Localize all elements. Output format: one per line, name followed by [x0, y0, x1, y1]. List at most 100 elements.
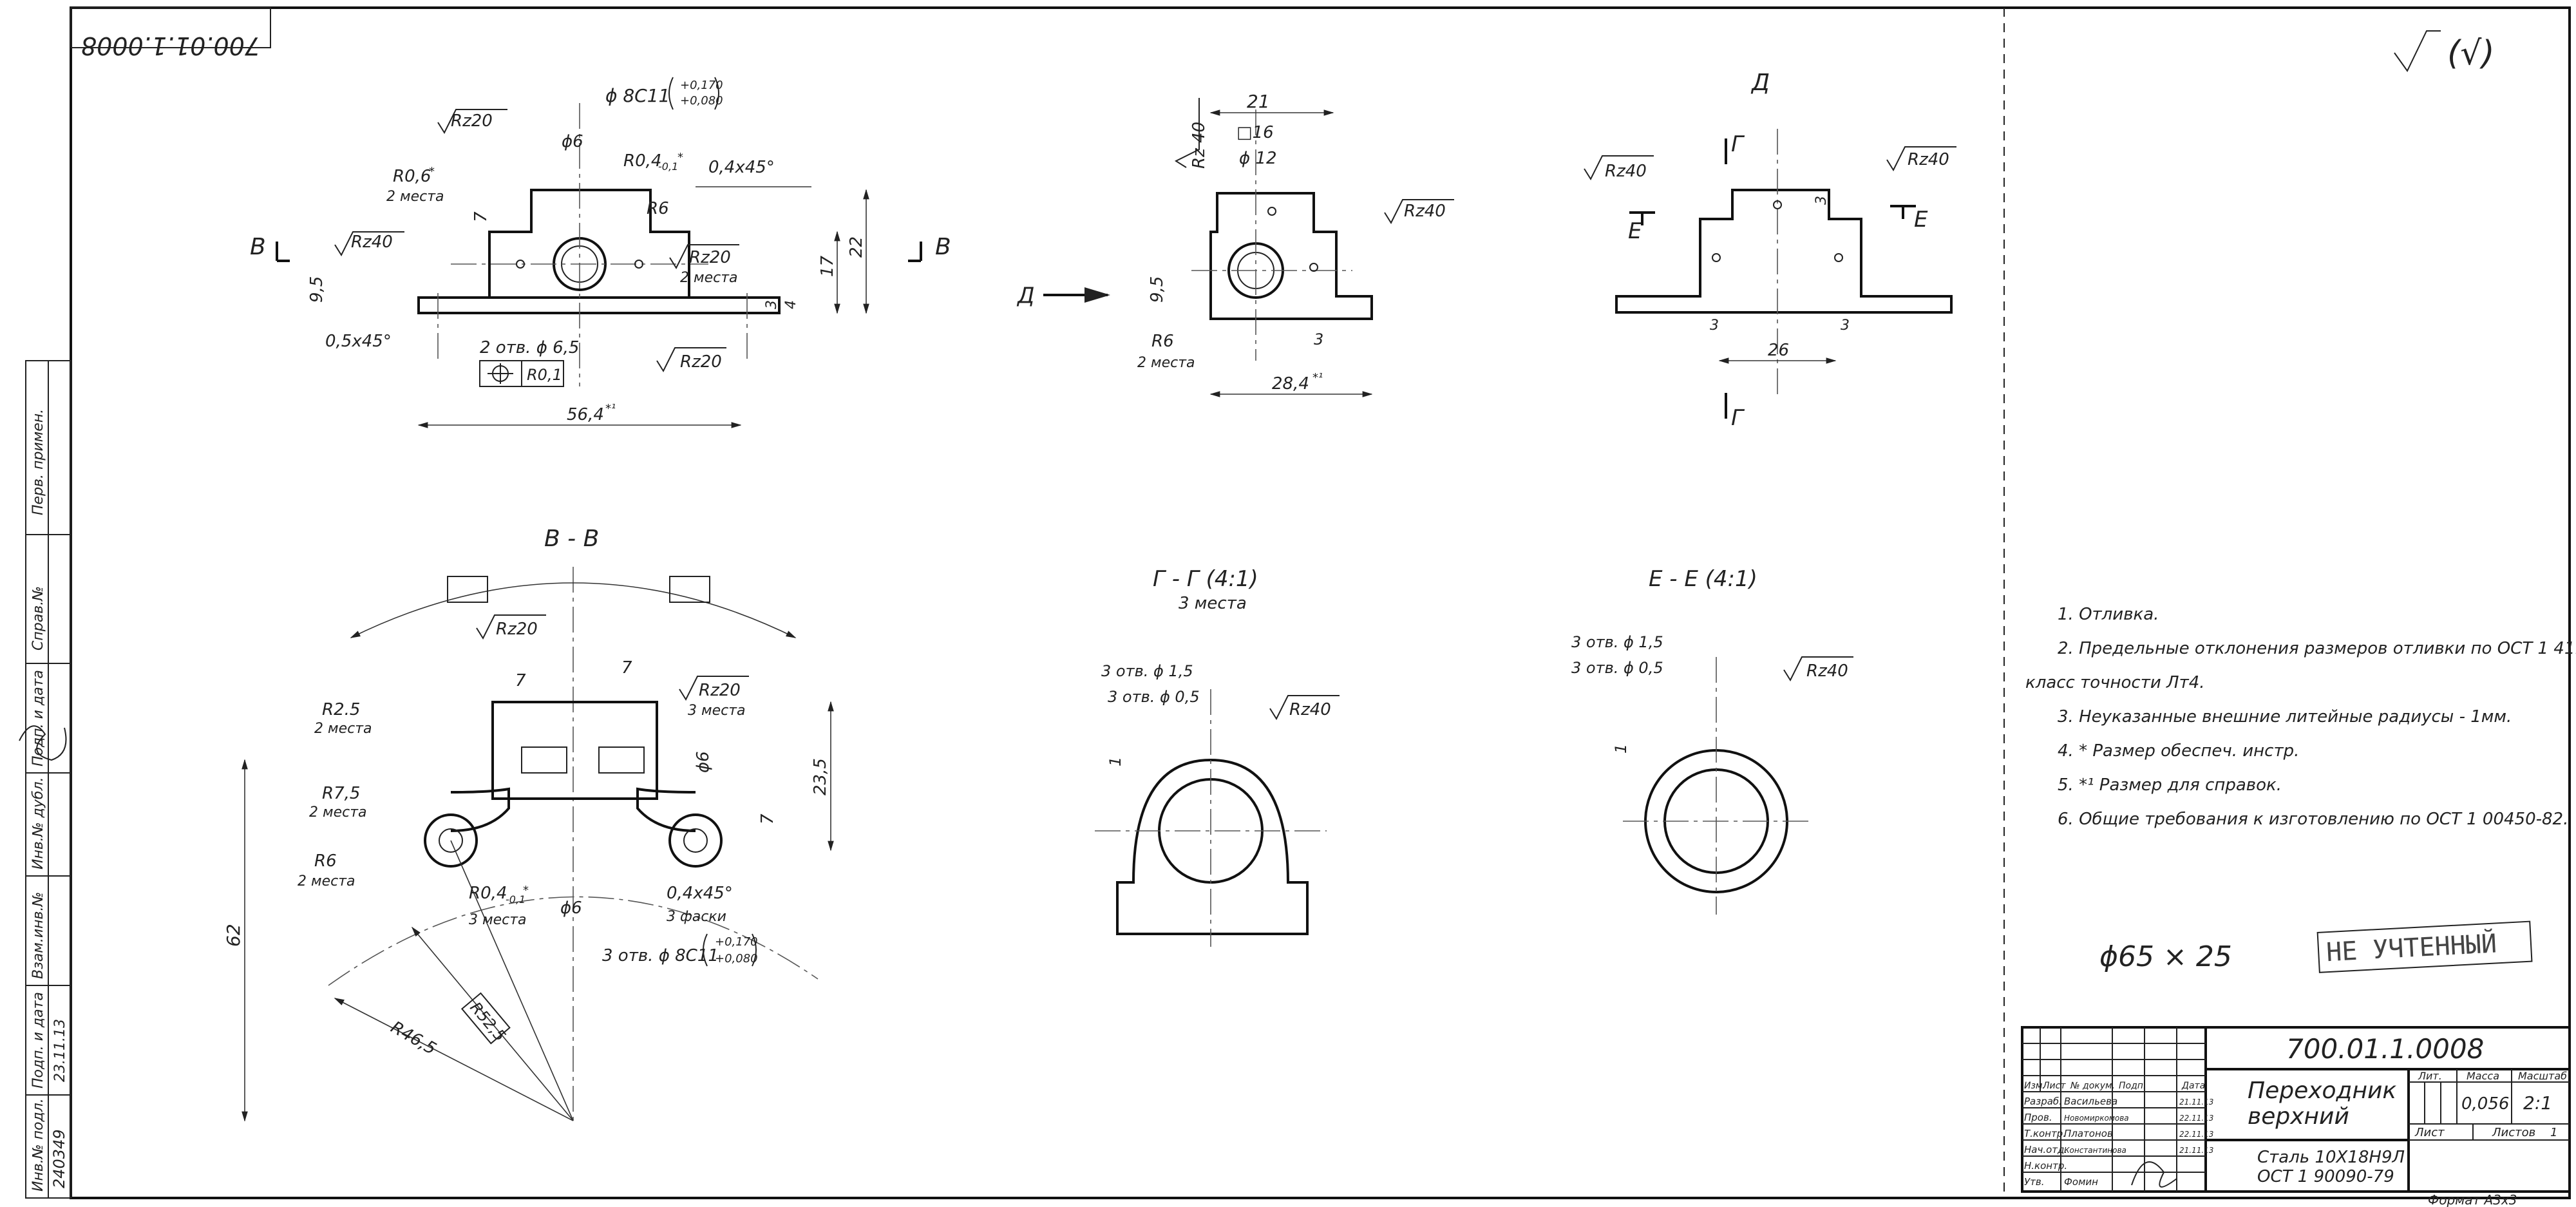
strip-label-6: Подп. и дата [30, 992, 46, 1088]
section-vv-phi6a: ϕ6 [694, 751, 713, 773]
section-gg-holes-0-5: 3 отв. ϕ 0,5 [1108, 688, 1200, 706]
tb-date-4: 21.11.13 [2179, 1146, 2213, 1155]
tb-material-2: ОСТ 1 90090-79 [2257, 1167, 2394, 1186]
side-dim-21: 21 [1247, 91, 1270, 112]
tb-sheets: 1 [2550, 1126, 2557, 1139]
label-r06-places: 2 места [386, 189, 444, 205]
mirrored-code-box: 700.01.1.0008 [70, 7, 271, 60]
section-gg-rz40: Rz40 [1289, 700, 1331, 719]
dim-56-4-ref: *¹ [605, 402, 616, 415]
view-d-dim-3b: 3 [1841, 318, 1850, 334]
label-tol-up: +0,170 [680, 79, 723, 92]
label-r06: R0,6 [393, 167, 431, 186]
section-gg-dim-1: 1 [1106, 757, 1124, 766]
section-vv-rz20-b-places: 3 места [688, 703, 746, 719]
section-vv-r04: R0,4 [469, 884, 507, 903]
label-phi8c11: ϕ 8C11 [605, 85, 670, 106]
section-ee-dim-1: 1 [1612, 744, 1630, 754]
section-vv-chamfer-places: 3 фаски [667, 909, 726, 925]
view-d-marker-e-left: Е [1628, 218, 1642, 244]
section-vv-tol-up: +0,170 [715, 935, 758, 949]
tb-role-2: Пров. [2024, 1112, 2052, 1123]
mirrored-code-text: 700.01.1.0008 [81, 32, 260, 60]
tb-name-3: Платонов [2064, 1128, 2113, 1139]
section-vv-dim-62: 62 [223, 924, 244, 947]
side-label-r6: R6 [1151, 332, 1174, 351]
rough-mark-text: (√) [2447, 34, 2495, 73]
view-d-marker-g-top: Г [1731, 131, 1745, 157]
dim-3: 3 [764, 300, 780, 309]
tb-role-1: Разраб. [2024, 1096, 2062, 1107]
strip-signature [19, 725, 67, 761]
tb-role-6: Утв. [2024, 1176, 2045, 1188]
dim-7: 7 [471, 211, 491, 222]
strip-label-3: Подп. и дата [30, 670, 46, 766]
tb-signature [2131, 1161, 2177, 1188]
side-label-rz40-a: Rz 40 [1189, 122, 1209, 169]
section-vv-r6: R6 [314, 851, 337, 871]
section-ee-holes-1-5: 3 отв. ϕ 1,5 [1571, 633, 1663, 651]
label-phi6: ϕ6 [562, 132, 583, 151]
tb-header-mass: Масса [2467, 1070, 2499, 1082]
note-1: 1. Отливка. [2058, 605, 2159, 624]
tb-col-list: Лист [2042, 1081, 2066, 1091]
tb-col-doc: № докум. [2070, 1081, 2115, 1091]
tb-mass: 0,056 [2461, 1094, 2509, 1114]
strip-label-4: Инв.№ дубл. [30, 777, 46, 870]
section-marker-b-right: В [935, 234, 951, 260]
section-vv-phi6b: ϕ6 [560, 898, 582, 918]
side-dim-sq16: □16 [1236, 123, 1274, 142]
side-dim-3: 3 [1314, 330, 1323, 348]
sheet-frame [70, 6, 2571, 1199]
note-6: 6. Общие требования к изготовлению по ОС… [2058, 810, 2568, 829]
view-d: Д 26 3 3 3 Rz40 Rz40 Г Г Е Е [1584, 70, 1956, 431]
strip-date: 23.11.13 [52, 1019, 68, 1082]
section-vv-chamfer: 0,4x45° [667, 884, 733, 903]
side-dim-9-5: 9,5 [1148, 276, 1167, 303]
note-2: 2. Предельные отклонения размеров отливк… [2058, 639, 2576, 658]
side-dim-28-4-ref: *¹ [1312, 371, 1323, 385]
view-d-label-rz40-b: Rz40 [1908, 150, 1949, 169]
side-label-r6-places: 2 места [1137, 355, 1195, 371]
tb-role-3: Т.контр. [2024, 1128, 2066, 1139]
note-5: 5. *¹ Размер для справок. [2058, 775, 2282, 795]
tb-header-lit: Лит. [2418, 1070, 2442, 1082]
label-holes: 2 отв. ϕ 6,5 [480, 338, 579, 357]
title-block: Изм. Лист № докум. Подп. Дата Разраб. Ва… [2021, 1026, 2571, 1193]
tb-name-4: Константинова [2064, 1146, 2126, 1155]
tb-name-line1: Переходник [2248, 1078, 2396, 1104]
strip-label-1: Перв. примен. [30, 409, 46, 515]
section-vv-r46-5: R46,5 [388, 1018, 440, 1059]
label-rz20-b: Rz20 [689, 248, 731, 267]
tb-scale: 2:1 [2523, 1092, 2552, 1114]
section-vv-title: В - В [544, 526, 599, 552]
dim-56-4: 56,4 [567, 405, 604, 424]
tb-col-izm: Изм. [2024, 1081, 2045, 1091]
view-d-dim-3c: 3 [1814, 196, 1830, 205]
dim-17: 17 [818, 255, 837, 277]
section-vv-dim-7a: 7 [515, 671, 526, 690]
section-ee-rz40: Rz40 [1806, 661, 1848, 681]
section-vv-r7-5-places: 2 места [309, 804, 367, 821]
strip-inv-number: 240349 [50, 1129, 68, 1188]
format-label: Формат А3х3 [2428, 1192, 2517, 1207]
tb-material-1: Сталь 10Х18Н9Л [2257, 1148, 2405, 1167]
dim-9-5: 9,5 [307, 276, 327, 303]
note-4: 4. * Размер обеспеч. инстр. [2058, 741, 2299, 761]
section-gg-holes-1-5: 3 отв. ϕ 1,5 [1101, 662, 1193, 680]
note-2b: класс точности Лт4. [2025, 673, 2205, 692]
label-r6: R6 [647, 199, 669, 218]
section-vv-dim-7c: 7 [758, 813, 777, 824]
tb-name-2: Новомиркомова [2064, 1114, 2129, 1123]
view-d-dim-26: 26 [1768, 341, 1789, 360]
tb-role-5: Н.контр. [2024, 1160, 2067, 1172]
section-gg: Г - Г (4:1) 3 места 3 отв. ϕ 1,5 3 отв. … [1095, 566, 1340, 947]
label-rz20-b-places: 2 места [680, 270, 738, 286]
section-vv-tol-dn: +0,080 [715, 952, 758, 965]
tb-name-line2: верхний [2248, 1103, 2349, 1130]
tb-date-3: 22.11.13 [2179, 1130, 2213, 1139]
general-roughness-mark: (√) [2394, 30, 2495, 73]
label-r04-star: * [677, 151, 683, 164]
tb-date-2: 22.11.13 [2179, 1114, 2213, 1123]
section-gg-subtitle: 3 места [1179, 594, 1247, 613]
